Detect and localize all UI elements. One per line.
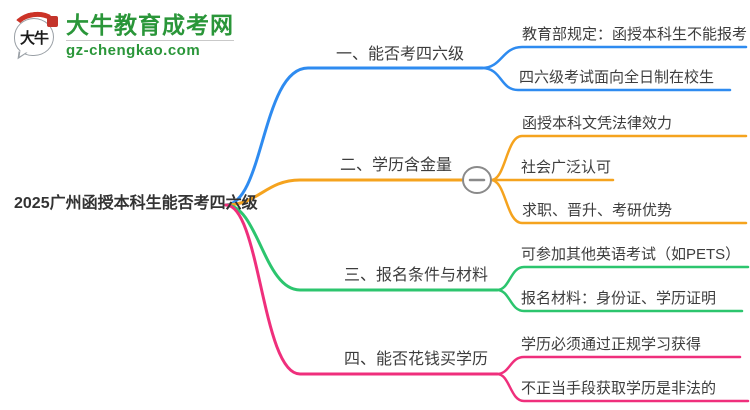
site-url: gz-chengkao.com (66, 42, 201, 59)
leaf-1-2-line (480, 66, 732, 92)
collapse-button[interactable] (462, 166, 492, 194)
leaf-1-1-label[interactable]: 教育部规定：函授本科生不能报考 (522, 26, 748, 43)
site-name: 大牛教育成考网 (66, 12, 234, 38)
branch-3-line (224, 203, 499, 292)
leaf-2-3-label[interactable]: 求职、晋升、考研优势 (522, 202, 673, 219)
leaf-1-2-label[interactable]: 四六级考试面向全日制在校生 (519, 69, 715, 86)
site-logo: 大牛 大牛教育成考网 gz-chengkao.com (9, 8, 234, 61)
leaf-3-2-label[interactable]: 报名材料：身份证、学历证明 (521, 290, 717, 307)
leaf-3-2-line (495, 288, 744, 313)
leaf-2-2-label[interactable]: 社会广泛认可 (521, 159, 612, 176)
leaf-4-2-label[interactable]: 不正当手段获取学历是非法的 (521, 380, 717, 397)
leaf-4-2-line (495, 372, 750, 403)
logo-divider (66, 40, 234, 41)
leaf-4-1-label[interactable]: 学历必须通过正规学习获得 (521, 336, 702, 353)
branch-3-label[interactable]: 三、报名条件与材料 (344, 267, 489, 284)
branch-1-label[interactable]: 一、能否考四六级 (336, 46, 465, 63)
leaf-4-1-line (495, 355, 742, 376)
logo-red-seal (47, 16, 58, 27)
branch-1-line (224, 66, 484, 207)
leaf-3-1-label[interactable]: 可参加其他英语考试（如PETS） (521, 246, 741, 263)
leaf-2-1-label[interactable]: 函授本科文凭法律效力 (522, 115, 673, 132)
branch-2-label[interactable]: 二、学历含金量 (340, 157, 453, 174)
leaf-3-1-line (495, 265, 750, 292)
leaf-1-1-line (480, 45, 748, 70)
branch-4-line (224, 203, 499, 376)
leaf-2-3-line (489, 178, 748, 225)
root-topic[interactable]: 2025广州函授本科生能否考四六级 (14, 195, 258, 212)
branch-4-label[interactable]: 四、能否花钱买学历 (344, 351, 489, 368)
daniu-bubble-icon: 大牛 (9, 8, 61, 61)
branch-2-line (224, 178, 464, 207)
logo-bubble-text: 大牛 (19, 30, 49, 47)
leaf-2-1-line (489, 134, 748, 182)
